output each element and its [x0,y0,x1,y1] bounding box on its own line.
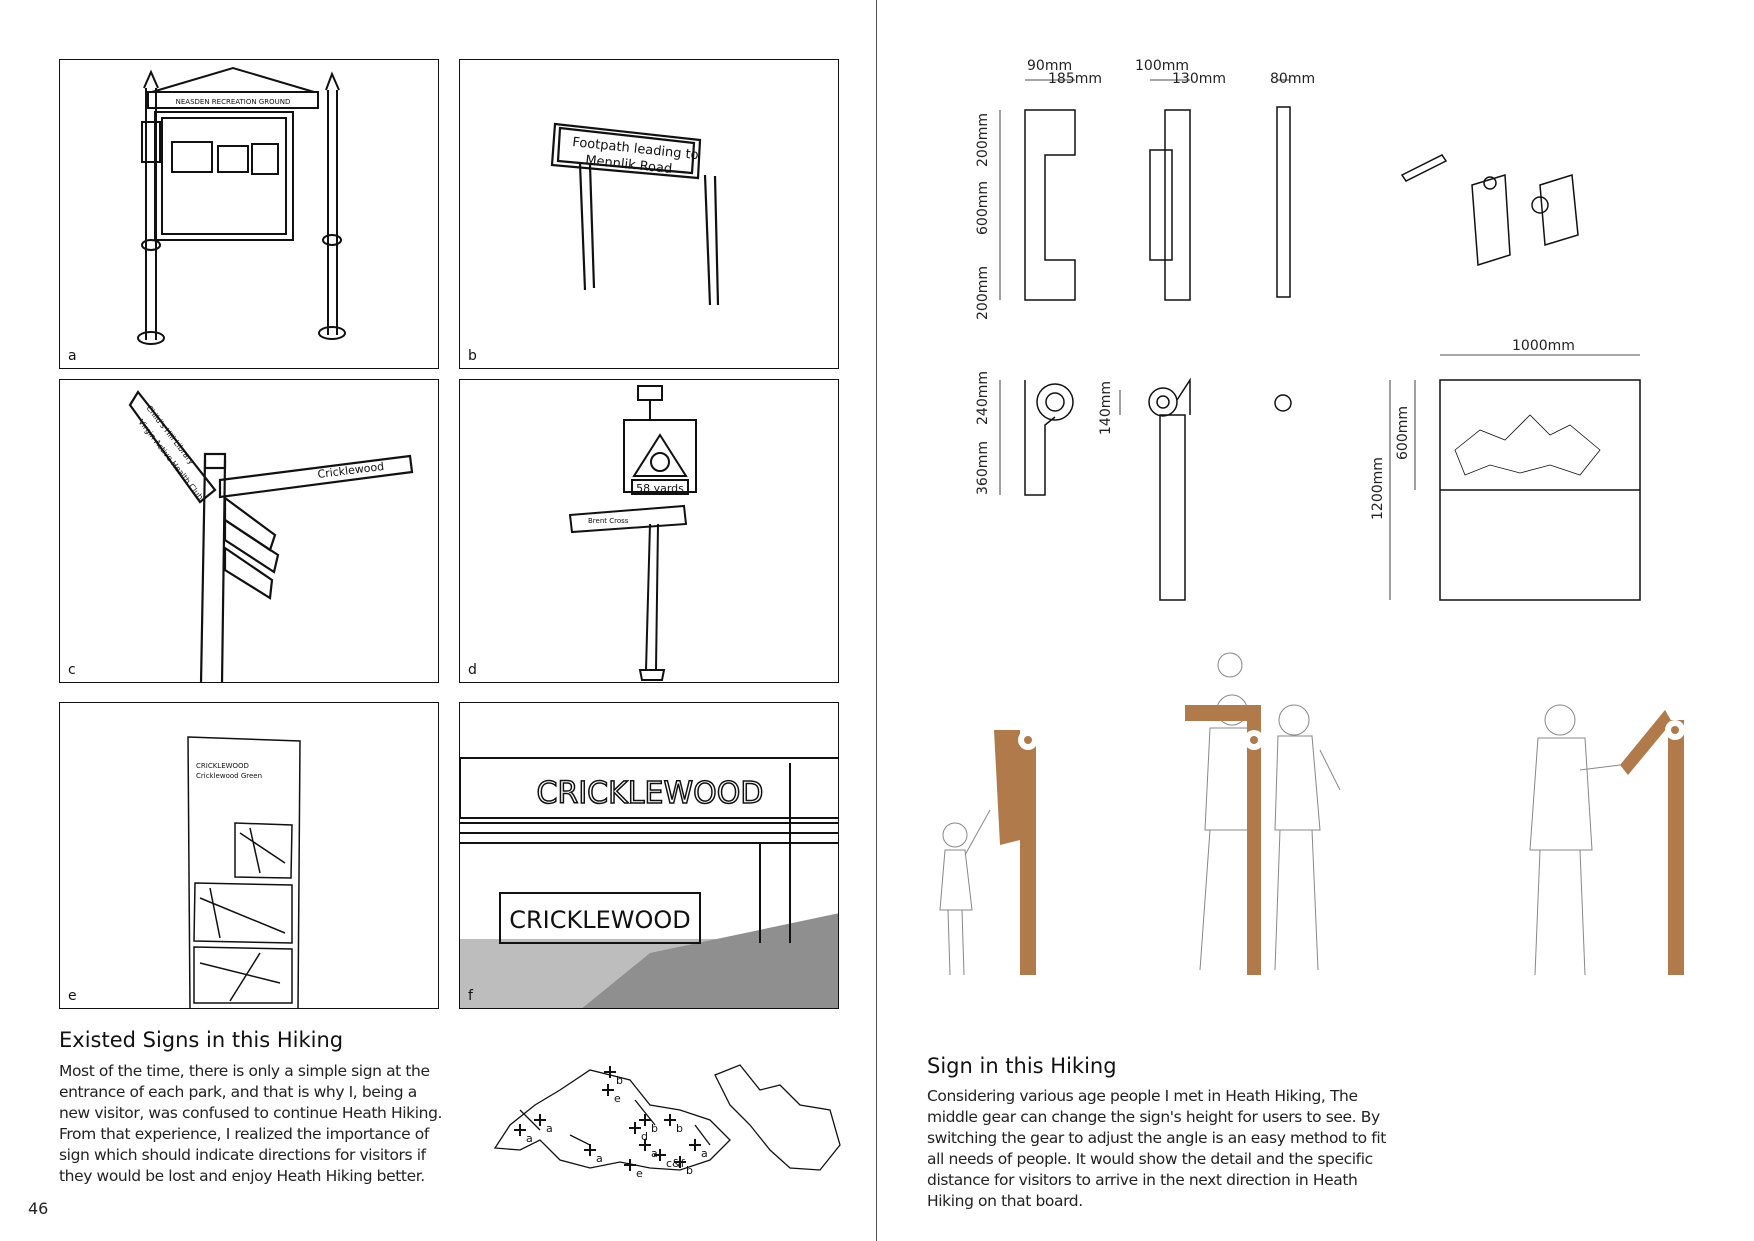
route-map-marker: b [664,1114,683,1135]
existing-signs-paragraph: Most of the time, there is only a simple… [59,1062,443,1185]
route-map-marker: a [534,1114,553,1135]
page-divider [876,0,877,1241]
route-map-marker-label: e [636,1167,643,1180]
route-map-marker: b [639,1114,658,1135]
warning-lower-sign-text: Brent Cross [588,517,629,525]
dim-plan-gear: 140mm [1098,381,1114,435]
dim-board-h1: 600mm [1395,406,1411,460]
dim-side2-w2: 130mm [1172,71,1226,87]
notice-board-drawing: NEASDEN RECREATION GROUND [137,66,346,345]
route-map-marker: d [629,1122,648,1143]
people-with-signs-illustration [939,652,1685,976]
dim-h-bot: 200mm [975,266,991,320]
route-map-marker-label: e [614,1092,621,1105]
panel-label-c: c [68,662,76,678]
warning-sign-yards: 58 yards [636,482,684,495]
photo-panel-a: NEASDEN RECREATION GROUND a [59,59,439,369]
dim-side2-w1: 100mm [1135,58,1189,74]
dim-side3-w: 80mm [1270,71,1315,87]
existing-signs-title: Existed Signs in this Hiking [59,1028,344,1052]
route-map-marker-label: b [676,1122,683,1135]
sign-design-paragraph: Considering various age people I met in … [927,1087,1386,1210]
wall-sign-text: CRICKLEWOOD [509,906,691,934]
route-map-marker: e [624,1159,643,1180]
map-totem-title: CRICKLEWOOD [196,762,249,770]
dim-side1-w2: 185mm [1048,71,1102,87]
route-map-marker: a [689,1139,708,1160]
panel-label-a: a [68,348,77,364]
photo-panel-c: Cricklewood Child's Hill Library Virgin … [59,379,439,683]
route-map-marker-label: b [686,1164,693,1177]
photo-panel-d: 58 yards Brent Cross d [459,379,839,683]
route-map-marker-label: a [651,1147,658,1160]
warning-sign-drawing: 58 yards Brent Cross [568,385,697,681]
dim-plan-h2: 360mm [975,441,991,495]
dim-plan-h1: 240mm [975,371,991,425]
photo-panel-f: CRICKLEWOOD CRICKLEWOOD f [459,702,839,1009]
route-map-marker-label: d [641,1130,648,1143]
sign-design-title: Sign in this Hiking [927,1054,1117,1078]
photo-panel-b: Footpath leading to Mennlik Road b [459,59,839,369]
route-map-marker-label: a [596,1152,603,1165]
map-totem-subtitle: Cricklewood Green [196,772,262,780]
dim-h-mid: 600mm [975,181,991,235]
route-map-marker-label: c&f [666,1157,686,1170]
dim-board-h2: 1200mm [1370,457,1386,520]
page-number: 46 [28,1199,49,1218]
route-map-marker-label: a [546,1122,553,1135]
dim-board-w: 1000mm [1512,338,1575,354]
dim-side1-w1: 90mm [1027,58,1072,74]
technical-drawings: 90mm 185mm 100mm 130mm 80mm 200mm 600mm … [975,58,1641,601]
route-map-marker: a [639,1139,658,1160]
panel-label-e: e [68,988,77,1004]
bridge-drawing: CRICKLEWOOD CRICKLEWOOD [460,757,838,1008]
route-map-marker-label: a [526,1132,533,1145]
notice-board-sign-text: NEASDEN RECREATION GROUND [176,98,291,106]
map-totem-drawing: CRICKLEWOOD Cricklewood Green [187,736,301,1008]
fingerpost-drawing: Cricklewood Child's Hill Library Virgin … [128,390,414,682]
dim-h-top: 200mm [975,113,991,167]
footpath-sign-drawing: Footpath leading to Mennlik Road [550,122,720,306]
panel-label-d: d [468,662,477,678]
route-map-marker-label: a [701,1147,708,1160]
bridge-sign-text: CRICKLEWOOD [537,776,764,811]
route-map-marker: a [514,1124,533,1145]
route-map-marker: e [602,1084,621,1105]
route-map-marker-label: b [616,1074,623,1087]
panel-label-b: b [468,348,477,364]
photo-panel-e: CRICKLEWOOD Cricklewood Green e [59,702,439,1009]
route-map-marker: b [674,1156,693,1177]
panel-label-f: f [468,988,473,1004]
route-map-marker: b [604,1066,623,1087]
route-map-marker: a [584,1144,603,1165]
route-map-marker-label: b [651,1122,658,1135]
